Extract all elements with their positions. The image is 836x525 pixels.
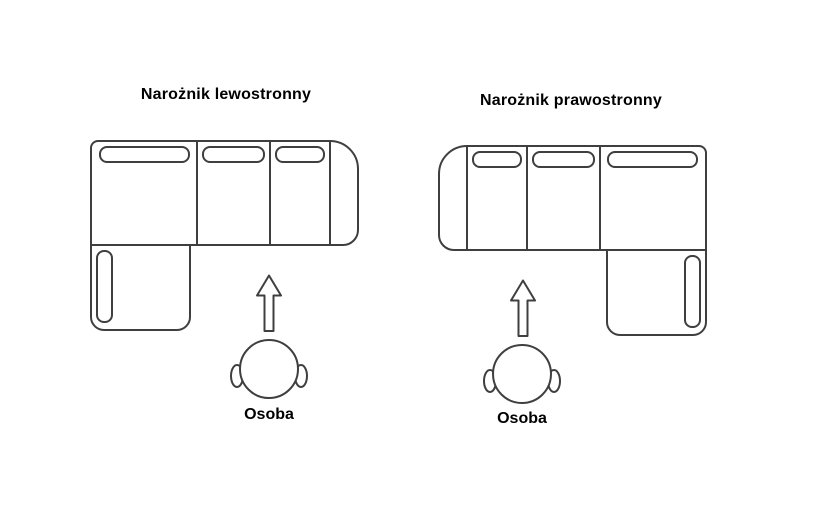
left-person-label-wrap: Osoba <box>219 406 319 424</box>
right-corner-sofa-top-view <box>438 145 707 336</box>
person-label-right: Osoba <box>497 410 547 427</box>
person-label-left: Osoba <box>244 406 294 423</box>
arrow-up-icon <box>510 279 536 337</box>
sofa-outline <box>438 145 707 336</box>
diagram-title-right: Narożnik prawostronny <box>479 92 662 109</box>
diagram-title-left: Narożnik lewostronny <box>140 86 312 103</box>
arrow-up-icon <box>256 274 282 332</box>
right-person-label-wrap: Osoba <box>472 410 572 428</box>
sofa-outline <box>90 140 359 331</box>
right-diagram-title-wrap: Narożnik prawostronny <box>435 92 707 110</box>
left-diagram-title-wrap: Narożnik lewostronny <box>90 86 362 104</box>
person-icon <box>230 339 308 399</box>
left-corner-sofa-top-view <box>90 140 359 331</box>
person-icon <box>483 344 561 404</box>
